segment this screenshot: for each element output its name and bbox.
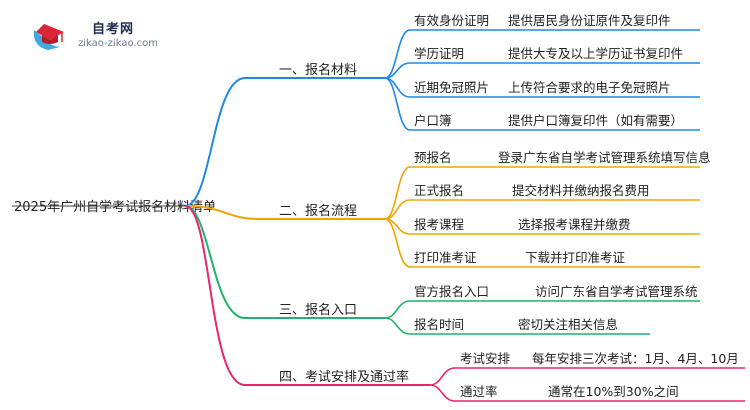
item-detail: 提供户口簿复印件（如有需要） bbox=[508, 113, 683, 128]
item-label: 近期免冠照片 bbox=[414, 80, 489, 95]
leaf-connector bbox=[384, 317, 411, 335]
item-detail: 提供居民身份证原件及复印件 bbox=[508, 13, 671, 28]
item-detail: 上传符合要求的电子免冠照片 bbox=[508, 80, 671, 95]
branch-connector-schedule bbox=[184, 205, 270, 386]
item-detail: 每年安排三次考试：1月、4月、10月 bbox=[532, 351, 739, 366]
item-label: 户口簿 bbox=[414, 113, 452, 128]
item-label: 官方报名入口 bbox=[414, 284, 489, 299]
branch-label-process: 二、报名流程 bbox=[279, 203, 357, 219]
branch-connector-process bbox=[184, 205, 270, 220]
graduation-cap-icon bbox=[33, 24, 64, 50]
item-detail: 选择报考课程并缴费 bbox=[518, 217, 631, 232]
item-detail: 提供大专及以上学历证书复印件 bbox=[508, 46, 683, 61]
branch-materials: 一、报名材料 有效身份证明 提供居民身份证原件及复印件 学历证明 提供大专及以上… bbox=[270, 13, 700, 131]
item-label: 有效身份证明 bbox=[414, 13, 489, 28]
leaf-connector bbox=[384, 199, 411, 220]
item-detail: 提交材料并缴纳报名费用 bbox=[512, 183, 650, 198]
item-label: 考试安排 bbox=[460, 351, 511, 366]
leaf-connector bbox=[429, 384, 456, 402]
leaf-connector bbox=[384, 77, 411, 131]
branch-label-entry: 三、报名入口 bbox=[279, 302, 357, 318]
leaf-connector bbox=[384, 218, 411, 268]
branch-connector-entry bbox=[184, 205, 270, 319]
branch-label-schedule: 四、考试安排及通过率 bbox=[279, 369, 409, 385]
item-label: 正式报名 bbox=[414, 183, 464, 198]
leaf-connector bbox=[384, 29, 411, 79]
leaf-connector bbox=[384, 166, 411, 220]
root-title: 2025年广州自学考试报名材料清单 bbox=[14, 199, 216, 215]
item-detail: 登录广东省自学考试管理系统填写信息 bbox=[498, 150, 711, 165]
leaf-connector bbox=[384, 300, 411, 319]
branch-connector-materials bbox=[184, 77, 270, 207]
item-label: 学历证明 bbox=[414, 46, 464, 61]
item-detail: 访问广东省自学考试管理系统 bbox=[535, 284, 698, 299]
logo-url: zikao-zikao.com bbox=[78, 38, 158, 49]
site-logo: 自考网 zikao-zikao.com bbox=[30, 16, 200, 56]
item-label: 预报名 bbox=[414, 150, 452, 165]
branch-entry: 三、报名入口 官方报名入口 访问广东省自学考试管理系统 报名时间 密切关注相关信… bbox=[270, 284, 700, 335]
logo-title: 自考网 bbox=[92, 22, 135, 37]
leaf-connector bbox=[429, 367, 456, 386]
branch-process: 二、报名流程 预报名 登录广东省自学考试管理系统填写信息 正式报名 提交材料并缴… bbox=[270, 150, 711, 268]
item-detail: 通常在10%到30%之间 bbox=[548, 384, 679, 399]
item-label: 打印准考证 bbox=[414, 250, 477, 265]
item-label: 报名时间 bbox=[414, 317, 464, 332]
item-detail: 密切关注相关信息 bbox=[518, 317, 618, 332]
item-label: 通过率 bbox=[460, 384, 498, 399]
item-detail: 下载并打印准考证 bbox=[525, 250, 626, 265]
branch-schedule: 四、考试安排及通过率 考试安排 每年安排三次考试：1月、4月、10月 通过率 通… bbox=[270, 351, 745, 402]
branch-label-materials: 一、报名材料 bbox=[279, 62, 357, 78]
item-label: 报考课程 bbox=[414, 217, 465, 232]
